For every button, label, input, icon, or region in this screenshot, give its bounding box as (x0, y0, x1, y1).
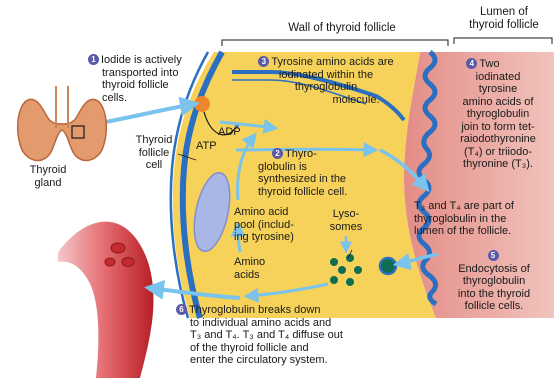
follicle-cell-label: Thyroid follicle cell (128, 134, 180, 172)
atp-label: ATP (196, 140, 217, 153)
red-blood-cell (122, 258, 134, 267)
amino-acids-label: Amino acids (234, 256, 284, 281)
step-2-badge: 2 (272, 148, 283, 159)
red-blood-cell (111, 243, 125, 253)
lumen-header-line2: thyroid follicle (452, 19, 554, 32)
lumen-header-line1: Lumen of (452, 6, 554, 19)
step-3-badge: 3 (258, 56, 269, 67)
lumen-header: Lumen of thyroid follicle (452, 6, 554, 31)
step-6-badge: 6 (176, 304, 187, 315)
step-5-label: 5 Endocytosis of thyroglobulin into the … (438, 250, 550, 313)
blood-vessel (58, 222, 153, 378)
lumen-note-label: T₃ and T₄ are part of thyroglobulin in t… (414, 200, 554, 238)
endocytic-vesicle (380, 258, 396, 274)
lumen-bracket (454, 38, 552, 44)
step-4-badge: 4 (466, 58, 477, 69)
adp-label: ADP (218, 126, 241, 139)
step-5-badge: 5 (488, 250, 499, 261)
step-1-badge: 1 (88, 54, 99, 65)
lysosomes-label: Lyso- somes (322, 208, 370, 233)
wall-bracket (222, 40, 448, 46)
thyroid-gland-label: Thyroid gland (18, 164, 78, 189)
wall-of-follicle-header: Wall of thyroid follicle (262, 22, 422, 35)
red-blood-cell (105, 258, 115, 266)
amino-acid-pool-label: Amino acid pool (includ- ing tyrosine) (234, 206, 314, 244)
